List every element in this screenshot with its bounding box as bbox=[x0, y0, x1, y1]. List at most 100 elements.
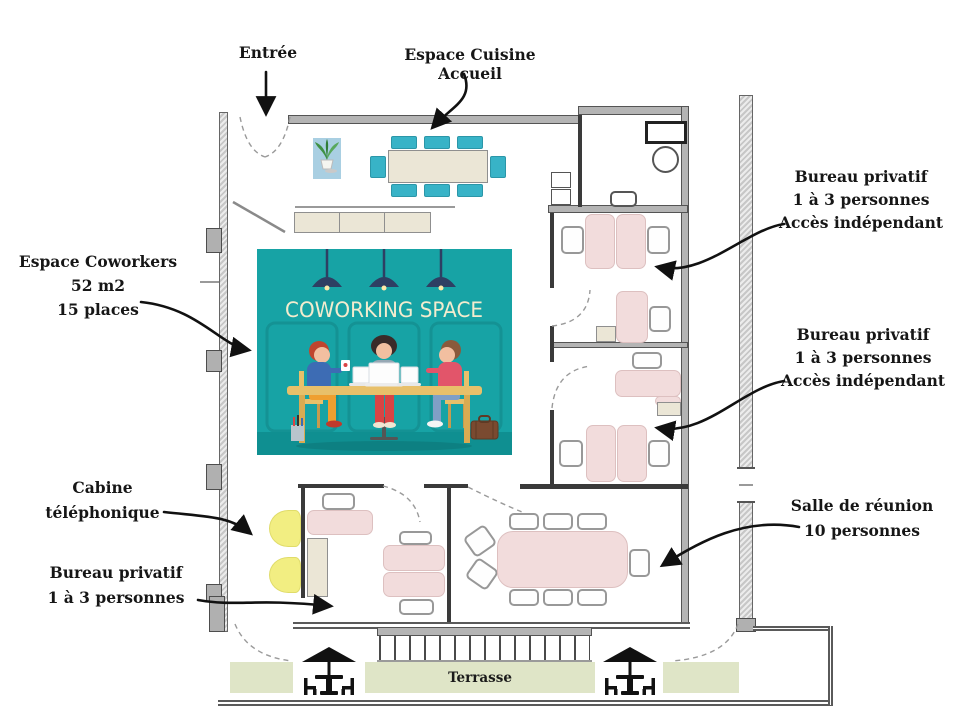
label-bureau-bottom: Bureau privatif 1 à 3 personnes bbox=[28, 560, 204, 610]
label-line: 1 à 3 personnes bbox=[792, 190, 930, 209]
phone-booth-chair bbox=[269, 510, 301, 547]
wall-meeting-top bbox=[424, 484, 468, 488]
label-line: Espace Coworkers bbox=[18, 252, 178, 271]
kitchen-counter bbox=[384, 212, 431, 233]
meeting-table bbox=[497, 531, 628, 588]
wall-pillar bbox=[206, 464, 222, 490]
door-swing-arc bbox=[239, 116, 266, 158]
wall-office-left bbox=[550, 410, 554, 484]
coat-rack-line bbox=[232, 200, 286, 234]
phone-booth-chair bbox=[269, 557, 301, 593]
label-entree: Entrée bbox=[228, 43, 308, 62]
label-bureau-right-2: Bureau privatif 1 à 3 personnes Accès in… bbox=[767, 323, 959, 392]
label-line: Salle de réunion bbox=[790, 496, 934, 515]
umbrella-table-icon bbox=[600, 645, 660, 697]
terrace-strip bbox=[230, 662, 293, 693]
kitchen-chair bbox=[490, 156, 506, 178]
window-line bbox=[739, 484, 753, 486]
label-coworkers: Espace Coworkers 52 m2 15 places bbox=[10, 250, 186, 322]
toilet-bowl bbox=[652, 146, 679, 173]
office-desk bbox=[615, 370, 681, 397]
door-swing-arc bbox=[264, 116, 291, 158]
wall-pillar bbox=[206, 228, 222, 253]
meeting-chair bbox=[462, 523, 498, 559]
terrace-strip bbox=[663, 662, 739, 693]
railing-top bbox=[377, 627, 592, 636]
kitchen-sink bbox=[551, 172, 571, 188]
coworking-illustration: COWORKING SPACE bbox=[257, 249, 512, 455]
label-line: Bureau privatif bbox=[796, 325, 930, 344]
door-swing-arc bbox=[671, 623, 739, 662]
wall-right-inner bbox=[681, 106, 689, 624]
door-swing-arc bbox=[551, 289, 591, 327]
wall-tick bbox=[200, 281, 219, 283]
label-entree-line: Entrée bbox=[238, 43, 298, 62]
kitchen-chair bbox=[391, 136, 417, 149]
kitchen-chair bbox=[391, 184, 417, 197]
office-desk bbox=[585, 214, 615, 269]
label-line: Bureau privatif bbox=[49, 563, 183, 582]
label-line: téléphonique bbox=[45, 503, 160, 522]
terrace-label: Terrasse bbox=[448, 669, 512, 686]
wall-wc-top bbox=[578, 106, 689, 115]
illustration-title: COWORKING SPACE bbox=[285, 298, 483, 322]
meeting-chair bbox=[543, 513, 573, 530]
railing bbox=[379, 636, 590, 660]
outer-wall-left bbox=[219, 112, 228, 632]
wall-bureau-left bbox=[301, 484, 305, 598]
kitchen-chair bbox=[370, 156, 386, 178]
office-chair bbox=[649, 306, 671, 332]
office-desk bbox=[616, 214, 646, 269]
office-chair bbox=[648, 440, 670, 467]
pendant-lamp-icon bbox=[312, 249, 456, 291]
office-desk bbox=[383, 572, 445, 597]
office-desk bbox=[307, 510, 373, 535]
label-bureau-right-1: Bureau privatif 1 à 3 personnes Accès in… bbox=[765, 165, 957, 234]
office-chair bbox=[632, 352, 662, 369]
meeting-chair bbox=[629, 549, 650, 577]
toilet-cistern bbox=[645, 121, 687, 144]
storage-cabinet bbox=[596, 326, 616, 342]
kitchen-chair bbox=[424, 136, 450, 149]
label-cabine: Cabine téléphonique bbox=[25, 475, 180, 525]
label-cuisine: Espace Cuisine Accueil bbox=[370, 45, 570, 83]
outer-wall-right bbox=[739, 95, 753, 632]
meeting-chair bbox=[464, 556, 500, 592]
wall-kitchen-wc bbox=[578, 115, 582, 207]
kitchen-counter bbox=[294, 212, 340, 233]
meeting-chair bbox=[509, 589, 539, 606]
wall-corner bbox=[209, 596, 225, 632]
office-chair bbox=[399, 531, 432, 545]
meeting-chair bbox=[543, 589, 573, 606]
terrace-strip: Terrasse bbox=[365, 662, 595, 693]
terrace-boundary-stub bbox=[753, 626, 833, 631]
door-swing-arc bbox=[467, 486, 523, 513]
wall-office-left bbox=[550, 213, 554, 288]
office-chair bbox=[322, 493, 355, 510]
door-swing-arc bbox=[551, 365, 592, 409]
label-line: 1 à 3 personnes bbox=[47, 588, 185, 607]
label-line: Accès indépendant bbox=[780, 371, 946, 390]
kitchen-sink bbox=[551, 189, 571, 205]
potted-plant-icon bbox=[315, 139, 339, 173]
wall-pillar bbox=[206, 350, 222, 372]
wall-office-left bbox=[550, 326, 554, 362]
kitchen-chair bbox=[457, 184, 483, 197]
office-chair bbox=[647, 226, 670, 254]
wall-office-divider bbox=[550, 342, 688, 348]
label-line: 15 places bbox=[57, 300, 139, 319]
terrace-boundary-right bbox=[828, 626, 833, 705]
wall-top bbox=[288, 115, 580, 124]
wall-meeting-top bbox=[520, 484, 688, 489]
label-cuisine-line: Espace Cuisine Accueil bbox=[404, 45, 536, 83]
office-desk bbox=[383, 545, 445, 571]
meeting-chair bbox=[577, 513, 607, 530]
door-swing-arc bbox=[234, 623, 293, 662]
office-desk bbox=[616, 291, 648, 343]
office-chair bbox=[399, 599, 434, 615]
label-line: 1 à 3 personnes bbox=[794, 348, 932, 367]
wall-bureau-meeting bbox=[447, 484, 451, 622]
storage-cabinet bbox=[657, 402, 681, 416]
umbrella-table-icon bbox=[299, 645, 359, 697]
